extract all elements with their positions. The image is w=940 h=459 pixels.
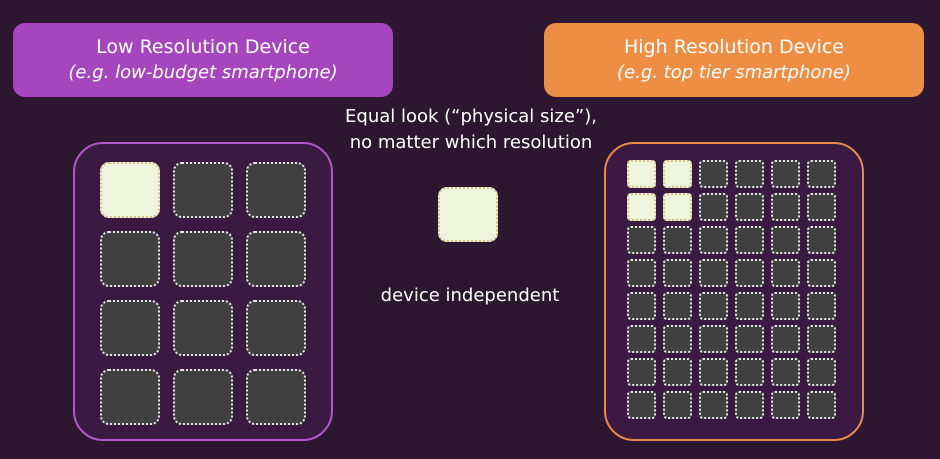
pixel-cell — [663, 160, 692, 188]
pixel-cell — [771, 226, 800, 254]
pixel-cell — [807, 193, 836, 221]
equal-look-caption: Equal look (“physical size”), no matter … — [306, 104, 636, 156]
pixel-cell — [246, 369, 306, 425]
low-resolution-title: Low Resolution Device — [96, 36, 310, 58]
device-independent-square — [438, 187, 498, 242]
pixel-cell — [699, 193, 728, 221]
high-resolution-device — [604, 142, 864, 441]
pixel-cell — [771, 391, 800, 419]
pixel-cell — [771, 193, 800, 221]
pixel-cell — [627, 292, 656, 320]
high-resolution-subtitle: (e.g. top tier smartphone) — [617, 62, 851, 83]
pixel-cell — [627, 160, 656, 188]
equal-look-line-1: Equal look (“physical size”), — [345, 106, 597, 127]
pixel-cell — [699, 160, 728, 188]
equal-look-line-2: no matter which resolution — [349, 132, 593, 153]
pixel-cell — [173, 231, 233, 287]
pixel-cell — [735, 391, 764, 419]
pixel-cell — [735, 160, 764, 188]
low-resolution-device — [73, 142, 333, 441]
pixel-cell — [627, 259, 656, 287]
pixel-cell — [627, 226, 656, 254]
pixel-cell — [627, 391, 656, 419]
pixel-cell — [771, 259, 800, 287]
pixel-cell — [699, 325, 728, 353]
pixel-cell — [699, 226, 728, 254]
pixel-cell — [246, 162, 306, 218]
pixel-cell — [771, 160, 800, 188]
pixel-cell — [735, 358, 764, 386]
pixel-cell — [735, 292, 764, 320]
pixel-cell — [663, 292, 692, 320]
pixel-cell — [100, 162, 160, 218]
pixel-cell — [663, 226, 692, 254]
pixel-cell — [663, 193, 692, 221]
pixel-cell — [735, 226, 764, 254]
pixel-cell — [663, 358, 692, 386]
pixel-cell — [173, 369, 233, 425]
pixel-cell — [807, 292, 836, 320]
pixel-cell — [246, 231, 306, 287]
pixel-cell — [627, 358, 656, 386]
pixel-cell — [699, 391, 728, 419]
pixel-cell — [173, 300, 233, 356]
pixel-cell — [663, 325, 692, 353]
pixel-cell — [807, 358, 836, 386]
pixel-cell — [735, 193, 764, 221]
pixel-cell — [807, 391, 836, 419]
pixel-cell — [807, 226, 836, 254]
pixel-cell — [807, 259, 836, 287]
pixel-cell — [627, 193, 656, 221]
high-resolution-label: High Resolution Device (e.g. top tier sm… — [544, 23, 924, 97]
pixel-cell — [771, 292, 800, 320]
pixel-cell — [699, 292, 728, 320]
pixel-cell — [699, 259, 728, 287]
device-independent-caption: device independent — [380, 285, 560, 306]
pixel-cell — [246, 300, 306, 356]
pixel-cell — [100, 369, 160, 425]
low-resolution-subtitle: (e.g. low-budget smartphone) — [68, 62, 338, 83]
pixel-cell — [699, 358, 728, 386]
pixel-cell — [627, 325, 656, 353]
pixel-cell — [100, 300, 160, 356]
high-resolution-title: High Resolution Device — [623, 36, 844, 58]
pixel-cell — [807, 325, 836, 353]
pixel-cell — [173, 162, 233, 218]
pixel-cell — [771, 325, 800, 353]
pixel-cell — [771, 358, 800, 386]
low-resolution-label: Low Resolution Device (e.g. low-budget s… — [13, 23, 393, 97]
pixel-cell — [735, 259, 764, 287]
pixel-cell — [663, 259, 692, 287]
pixel-cell — [735, 325, 764, 353]
pixel-cell — [663, 391, 692, 419]
pixel-cell — [100, 231, 160, 287]
pixel-cell — [807, 160, 836, 188]
